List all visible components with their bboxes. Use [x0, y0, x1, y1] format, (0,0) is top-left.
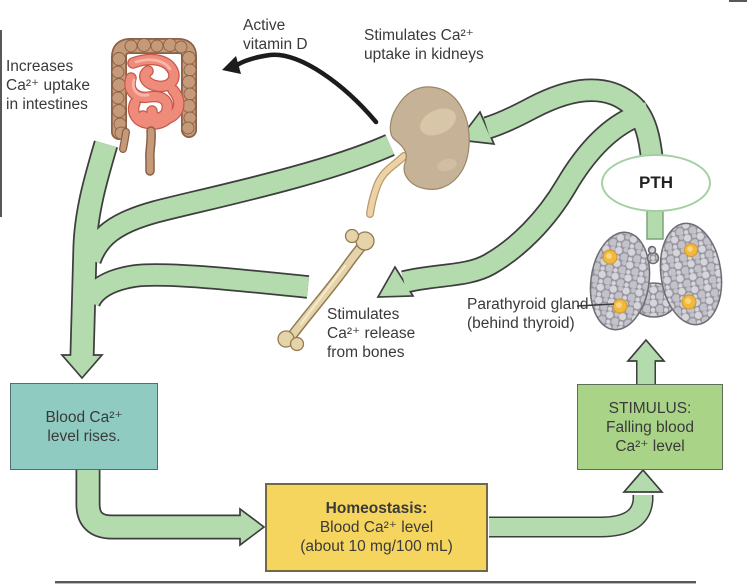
- arrow-bloodrises-to-homeostasis: [77, 466, 243, 538]
- box-line: level rises.: [47, 427, 121, 445]
- parathyroid-spots: [602, 243, 698, 314]
- label-line: Parathyroid gland: [467, 296, 589, 313]
- label-line: from bones: [327, 344, 405, 361]
- bone-release-label: Stimulates Ca²⁺ release from bones: [327, 305, 415, 362]
- kidney-illustration: [366, 86, 470, 218]
- kidney-uptake-label: Stimulates Ca²⁺ uptake in kidneys: [364, 26, 484, 64]
- label-line: vitamin D: [243, 36, 308, 53]
- parathyroid-pointer-line: [576, 303, 615, 307]
- box-line: (about 10 mg/100 mL): [300, 538, 453, 555]
- bone-illustration: [277, 228, 375, 352]
- arrowhead-into-thyroid: [626, 338, 666, 362]
- colon-haustra: [111, 38, 197, 140]
- stimulus-box: STIMULUS: Falling blood Ca²⁺ level: [577, 384, 723, 470]
- box-title: Homeostasis:: [325, 500, 428, 517]
- label-line: Ca²⁺ uptake: [6, 77, 91, 94]
- box-line: Blood Ca²⁺ level: [319, 519, 434, 536]
- arrowhead-into-stimulus: [622, 468, 664, 493]
- arrowhead-into-homeostasis: [239, 507, 266, 547]
- label-line: Increases: [6, 58, 74, 75]
- label-line: Ca²⁺ release: [327, 325, 416, 342]
- label-line: (behind thyroid): [467, 315, 575, 332]
- figure-top-border: [729, 0, 747, 2]
- parathyroid-label: Parathyroid gland (behind thyroid): [467, 295, 589, 333]
- active-vitamin-d-label: Active vitamin D: [243, 16, 308, 54]
- figure-left-border: [0, 30, 2, 217]
- box-line: Blood Ca²⁺: [45, 408, 123, 426]
- pth-oval: PTH: [601, 154, 711, 212]
- figure-bottom-border: [55, 581, 696, 584]
- blood-ca-rises-box: Blood Ca²⁺ level rises.: [10, 383, 158, 470]
- intestine-uptake-label: Increases Ca²⁺ uptake in intestines: [6, 57, 90, 114]
- intestine-illustration: [111, 38, 197, 176]
- arrowhead-into-blood-rises: [60, 354, 104, 380]
- thyroid-gland-illustration: [576, 222, 723, 331]
- arrow-homeostasis-to-stimulus: [489, 491, 652, 536]
- arrow-kidney-to-trunk: [80, 135, 395, 264]
- arrow-pth-to-kidney: [483, 80, 662, 162]
- homeostasis-box: Homeostasis: Blood Ca²⁺ level (about 10 …: [265, 483, 488, 572]
- label-line: uptake in kidneys: [364, 46, 484, 63]
- arrow-trunk-down: [71, 140, 117, 358]
- label-line: in intestines: [6, 96, 88, 113]
- label-line: Stimulates: [327, 306, 400, 323]
- arrow-bone-to-trunk: [79, 264, 310, 307]
- box-line: Ca²⁺ level: [615, 437, 685, 455]
- pth-label: PTH: [639, 173, 673, 192]
- green-arrows: [71, 80, 664, 538]
- box-line: STIMULUS:: [608, 399, 692, 417]
- label-line: Active: [243, 17, 286, 34]
- active-vitamin-d-arrow: [222, 52, 379, 125]
- box-line: Falling blood: [606, 418, 694, 436]
- small-intestine-coils: [124, 53, 185, 130]
- label-line: Stimulates Ca²⁺: [364, 27, 474, 44]
- arrow-pth-to-bone: [401, 102, 652, 292]
